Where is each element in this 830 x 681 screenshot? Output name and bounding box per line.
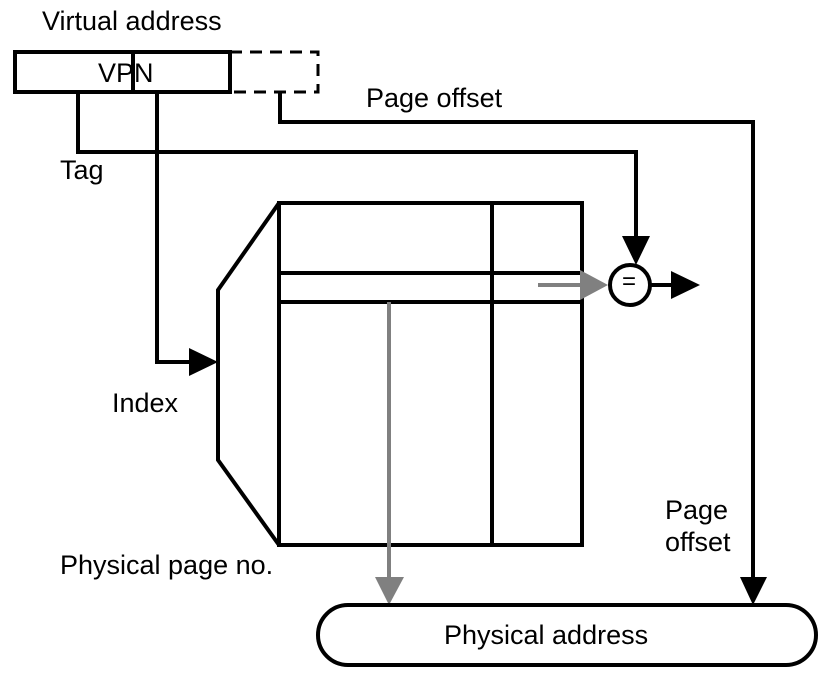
physical-page-no-label: Physical page no.: [60, 550, 274, 580]
vpn-label: VPN: [98, 58, 154, 88]
physical-address-label: Physical address: [444, 620, 649, 650]
page-offset-arrowhead: [740, 577, 767, 605]
index-line: [155, 92, 195, 364]
page-offset-line: [278, 92, 755, 580]
virtual-address-title: Virtual address: [42, 6, 222, 36]
virtual-address-box: [13, 50, 232, 94]
page-offset-bottom-label-line1: Page: [665, 495, 729, 525]
tag-label: Tag: [60, 155, 104, 185]
tag-line: [76, 92, 638, 240]
index-arrowhead: [189, 348, 218, 376]
page-offset-dashed-box: [230, 50, 320, 94]
decoder-trapezoid: [216, 201, 281, 547]
tag-compare-arrowhead: [580, 270, 608, 300]
tlb-table: [277, 201, 584, 547]
ppn-arrowhead: [375, 577, 404, 605]
physical-address-box: [316, 603, 818, 667]
page-offset-bottom-label-line2: offset: [665, 527, 731, 557]
index-label: Index: [112, 388, 179, 418]
comparator-output-arrowhead: [671, 271, 700, 299]
comparator-symbol: =: [622, 268, 637, 295]
tag-arrowhead: [622, 236, 650, 265]
page-offset-top-label: Page offset: [366, 83, 503, 113]
